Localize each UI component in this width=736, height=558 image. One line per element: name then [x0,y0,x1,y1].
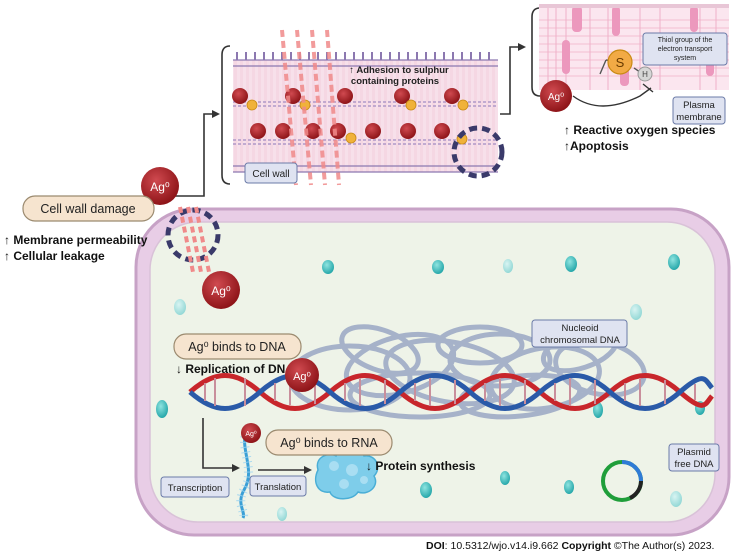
teal-dot [668,254,680,270]
ag-particle-rna [241,423,261,443]
ag-particle-membrane [540,80,572,112]
teal-dot [630,304,642,320]
copyright-value: ©The Author(s) 2023. [611,540,715,552]
doi-label: DOI [426,540,445,552]
ag-label-top: Ag⁰ [150,180,170,194]
plasmid-line2: free DNA [674,459,714,470]
diagram-canvas: S H Thiol group of the electron transpor… [4,4,731,537]
wall-zoom-circle [451,125,505,179]
binds-rna-label: Ag⁰ binds to RNA [280,436,378,450]
sulphur-symbol: S [616,55,625,70]
hydrogen-symbol: H [642,70,648,79]
thiol-label-line1: Thiol group of the [658,37,713,44]
plasma-membrane-line2: membrane [676,112,721,123]
thiol-label-box [642,32,728,66]
hydrogen-atom [637,66,653,82]
ag-particle-dna [285,358,319,392]
thiol-label-line2: electron transport [658,46,713,53]
wall-sulphur-atoms [246,99,469,145]
ag-label-membrane: Ag⁰ [548,92,564,103]
apoptosis-text: ↑Apoptosis [564,139,629,153]
teal-dots [156,254,705,521]
teal-dot [420,482,432,498]
nucleoid-line2: chromosomal DNA [540,335,620,346]
arrow-cell-to-wall [174,113,214,197]
sulphur-atom [607,49,633,75]
teal-dot [156,400,168,418]
ag-label-dna: Ag⁰ [293,371,311,383]
ag-particle-top [141,167,179,205]
protein-synthesis-text: ↓ Protein synthesis [366,459,476,473]
cell-wall-damage-box [22,195,155,222]
membrane-bracket [531,7,541,97]
teal-dot [564,480,574,494]
binds-dna-box [173,333,302,360]
plasma-membrane-line1: Plasma [683,100,715,111]
replication-text: ↓ Replication of DNA [176,362,294,376]
teal-dot [432,260,444,274]
binds-rna-box [265,429,393,456]
adhesion-line1: ↑ Adhesion to sulphur [349,65,449,76]
arrow-wall-to-membrane [500,46,520,115]
rna-strand [236,430,254,521]
thiol-bond-line [572,87,652,107]
nucleoid-label-box [531,319,628,348]
cell-wall-damage-label: Cell wall damage [40,202,135,216]
plasmid-label-box [668,443,720,472]
ag-label-inside: Ag⁰ [211,284,231,298]
binds-dna-label: Ag⁰ binds to DNA [188,340,286,354]
plasmid-ring [601,460,643,502]
adhesion-line2: containing proteins [351,76,439,87]
teal-dot [670,491,682,507]
plasmid-line1: Plasmid [677,447,711,458]
membrane-permeability-text: ↑ Membrane permeability [4,233,148,247]
cell-wall-label-box [244,162,298,184]
transcription-arrow [202,418,236,469]
teal-dot [174,299,186,315]
translation-label: Translation [255,482,302,493]
ag-particle-inside [202,271,240,309]
translation-box [249,475,307,497]
nucleoid-line1: Nucleoid [562,323,599,334]
teal-dot [500,471,510,485]
plasma-membrane-label-box [672,96,726,125]
breach-dashes [178,206,211,273]
protein-blob [314,447,379,500]
doi-value: : 10.5312/wjo.v14.i9.662 [444,540,559,552]
teal-dot [277,507,287,521]
cellular-leakage-text: ↑ Cellular leakage [4,249,105,263]
doi-footer: DOI: 10.5312/wjo.v14.i9.662 Copyright ©T… [426,540,714,552]
wall-breach-circle [165,207,221,263]
ros-text: ↑ Reactive oxygen species [564,123,716,137]
thiol-label-line3: system [674,55,696,62]
penetration-arrows [280,29,341,186]
teal-dot [322,260,334,274]
teal-dot [565,256,577,272]
transcription-label: Transcription [168,483,223,494]
copyright-label: Copyright [561,540,612,552]
transcription-box [160,476,230,498]
ag-label-rna: Ag⁰ [245,430,257,438]
cell-wall-label: Cell wall [252,169,289,180]
teal-dot [503,259,513,273]
teal-dot [593,402,603,418]
dna-double-helix [188,373,714,411]
wall-bracket [221,45,231,185]
